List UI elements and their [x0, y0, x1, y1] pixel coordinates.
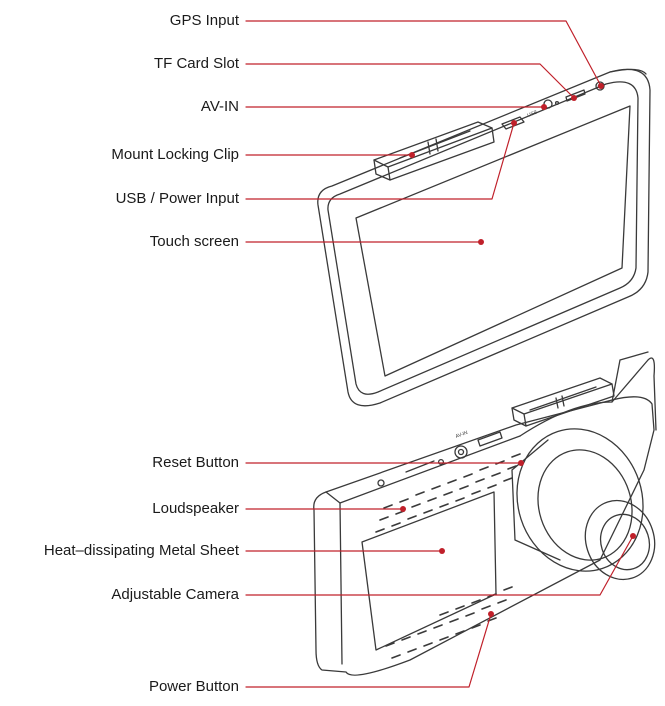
camera-lens: [584, 499, 656, 581]
dot-usb: [511, 120, 517, 126]
label-usb-power-input: USB / Power Input: [115, 190, 239, 207]
label-heat-dissipating-metal-sheet: Heat–dissipating Metal Sheet: [43, 542, 239, 559]
dot-gps: [598, 83, 604, 89]
camera-outer-ring: [516, 428, 644, 572]
label-tf-card-slot: TF Card Slot: [153, 55, 239, 72]
dot-power: [488, 611, 494, 617]
label-touch-screen: Touch screen: [149, 233, 239, 250]
dot-speaker: [400, 506, 406, 512]
leader-dots: [400, 83, 636, 617]
reset-button-hole: [437, 458, 445, 466]
label-av-in: AV-IN: [200, 98, 239, 115]
rear-av-jack: [454, 445, 468, 459]
leader-gps: [245, 20, 602, 87]
dot-avin: [541, 104, 547, 110]
dot-tf: [571, 95, 577, 101]
leader-usb: [245, 122, 515, 200]
mount-locking-clip: [373, 121, 495, 181]
front-bezel: [327, 81, 639, 395]
label-mount-locking-clip: Mount Locking Clip: [111, 146, 239, 163]
front-body-outline: [317, 68, 651, 407]
rear-av-marking: AV-IN: [455, 430, 469, 440]
usb-port: [501, 116, 525, 130]
dot-clip: [409, 152, 415, 158]
rear-view-device: AV-IN: [313, 351, 657, 676]
leader-camera: [245, 535, 634, 596]
label-loudspeaker: Loudspeaker: [152, 500, 239, 517]
tf-card-slot: [565, 89, 586, 102]
label-reset-button: Reset Button: [152, 454, 239, 471]
dot-heat: [439, 548, 445, 554]
front-view-device: USB: [317, 68, 651, 407]
label-power-button: Power Button: [148, 678, 239, 695]
dot-camera: [630, 533, 636, 539]
label-gps-input: GPS Input: [169, 12, 239, 29]
touch-screen-area: [355, 105, 631, 377]
dot-reset: [518, 460, 524, 466]
speaker-grille: [375, 453, 521, 659]
leader-power: [245, 613, 492, 688]
dot-touch: [478, 239, 484, 245]
label-adjustable-camera: Adjustable Camera: [111, 586, 239, 603]
leader-lines: [245, 20, 634, 688]
rear-mount-clip: [511, 377, 615, 427]
leader-tf: [245, 63, 575, 99]
rear-body-outline: [313, 396, 655, 676]
usb-marking: USB: [527, 109, 539, 119]
rear-usb-port: [477, 431, 503, 447]
